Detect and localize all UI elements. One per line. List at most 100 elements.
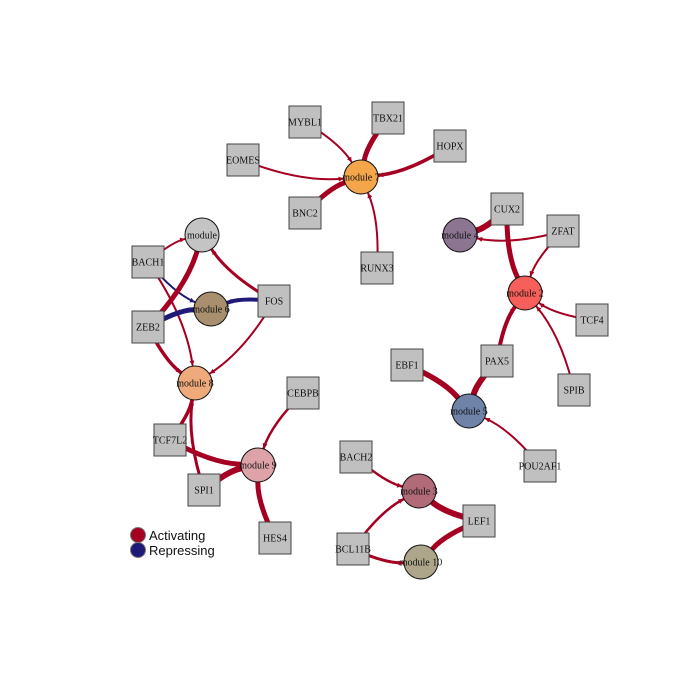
tf-node-cebpb[interactable]: CEBPB <box>286 376 320 410</box>
module-label: module 3 <box>400 487 438 498</box>
module-label: module 2 <box>506 289 544 300</box>
module-node-m8[interactable]: module 8 <box>176 365 214 401</box>
tf-box <box>288 196 322 230</box>
tf-node-bnc2[interactable]: BNC2 <box>288 196 322 230</box>
module-label: module 4 <box>441 231 479 242</box>
tf-node-ebf1[interactable]: EBF1 <box>390 348 424 382</box>
module-label: module 7 <box>342 173 380 184</box>
tf-label: SPIB <box>563 386 584 397</box>
tf-box <box>286 376 320 410</box>
module-circle <box>403 544 439 580</box>
tf-box <box>390 348 424 382</box>
tf-label: TCF4 <box>580 316 603 327</box>
module-label: module <box>187 231 218 242</box>
tf-box <box>546 214 580 248</box>
tf-label: CUX2 <box>494 205 520 216</box>
tf-label: POU2AF1 <box>519 462 562 473</box>
tf-box <box>288 105 322 139</box>
module-label: module 5 <box>450 407 488 418</box>
tf-label: BACH1 <box>132 258 165 269</box>
tf-label: BNC2 <box>292 209 318 220</box>
module-node-m4[interactable]: module 4 <box>441 217 479 253</box>
tf-label: FOS <box>265 297 283 308</box>
tf-node-zfat[interactable]: ZFAT <box>546 214 580 248</box>
legend-repressing-label: Repressing <box>149 543 215 558</box>
module-node-m6[interactable]: module 6 <box>192 291 230 327</box>
tf-node-spib[interactable]: SPIB <box>557 373 591 407</box>
tf-node-pax5[interactable]: PAX5 <box>480 344 514 378</box>
tf-box <box>557 373 591 407</box>
tf-box <box>153 423 187 457</box>
tf-box <box>371 101 405 135</box>
tf-label: ZFAT <box>551 227 574 238</box>
tf-box <box>339 440 373 474</box>
module-circle <box>193 291 229 327</box>
module-node-m5[interactable]: module 5 <box>450 393 488 429</box>
module-circle <box>184 217 220 253</box>
tf-node-bcl11b[interactable]: BCL11B <box>335 532 371 566</box>
tf-node-eomes[interactable]: EOMES <box>226 143 260 177</box>
tf-node-bach1[interactable]: BACH1 <box>131 245 165 279</box>
tf-label: EOMES <box>226 156 260 167</box>
tf-label: CEBPB <box>287 389 319 400</box>
tf-node-hes4[interactable]: HES4 <box>258 521 292 555</box>
tf-box <box>523 449 557 483</box>
tf-label: BACH2 <box>340 453 373 464</box>
module-circle <box>240 447 276 483</box>
tf-node-cux2[interactable]: CUX2 <box>490 192 524 226</box>
tf-node-tcf7l2[interactable]: TCF7L2 <box>153 423 187 457</box>
tf-node-tcf4[interactable]: TCF4 <box>575 303 609 337</box>
tf-node-bach2[interactable]: BACH2 <box>339 440 373 474</box>
tf-box <box>360 251 394 285</box>
tf-node-lef1[interactable]: LEF1 <box>462 504 496 538</box>
legend-activating-swatch <box>130 527 146 543</box>
module-circle <box>442 217 478 253</box>
tf-box <box>462 504 496 538</box>
tf-box <box>480 344 514 378</box>
module-node-m7[interactable]: module 7 <box>342 159 380 195</box>
tf-node-pou2af1[interactable]: POU2AF1 <box>519 449 562 483</box>
tf-node-fos[interactable]: FOS <box>257 284 291 318</box>
module-label: module 8 <box>176 379 214 390</box>
tf-box <box>187 473 221 507</box>
tf-label: RUNX3 <box>360 264 393 275</box>
tf-node-zeb2[interactable]: ZEB2 <box>131 310 165 344</box>
tf-label: ZEB2 <box>136 323 160 334</box>
legend-activating-label: Activating <box>149 528 205 543</box>
module-node-m9[interactable]: module 9 <box>239 447 277 483</box>
tf-label: SPI1 <box>194 486 213 497</box>
tf-label: HOPX <box>436 142 464 153</box>
tf-node-mybl1[interactable]: MYBL1 <box>288 105 322 139</box>
tf-label: TBX21 <box>373 114 403 125</box>
module-circle <box>401 473 437 509</box>
tf-label: PAX5 <box>485 357 509 368</box>
module-circle <box>507 275 543 311</box>
tf-box <box>258 521 292 555</box>
module-circle <box>343 159 379 195</box>
module-label: module 10 <box>400 558 443 569</box>
tf-box <box>336 532 370 566</box>
tf-box <box>575 303 609 337</box>
tf-box <box>131 310 165 344</box>
module-circle <box>177 365 213 401</box>
tf-label: LEF1 <box>468 517 491 528</box>
tf-label: EBF1 <box>395 361 418 372</box>
module-node-m3[interactable]: module 3 <box>400 473 438 509</box>
tf-node-spi1[interactable]: SPI1 <box>187 473 221 507</box>
tf-box <box>257 284 291 318</box>
module-node-m2[interactable]: module 2 <box>506 275 544 311</box>
module-node-m1[interactable]: module <box>184 217 220 253</box>
module-circle <box>451 393 487 429</box>
module-node-m10[interactable]: module 10 <box>400 544 443 580</box>
module-label: module 6 <box>192 305 230 316</box>
tf-node-runx3[interactable]: RUNX3 <box>360 251 394 285</box>
tf-label: BCL11B <box>335 545 371 556</box>
legend-repressing-swatch <box>130 542 146 558</box>
tf-node-hopx[interactable]: HOPX <box>433 129 467 163</box>
legend: Activating Repressing <box>130 527 215 558</box>
tf-label: HES4 <box>263 534 287 545</box>
tf-box <box>433 129 467 163</box>
tf-node-tbx21[interactable]: TBX21 <box>371 101 405 135</box>
